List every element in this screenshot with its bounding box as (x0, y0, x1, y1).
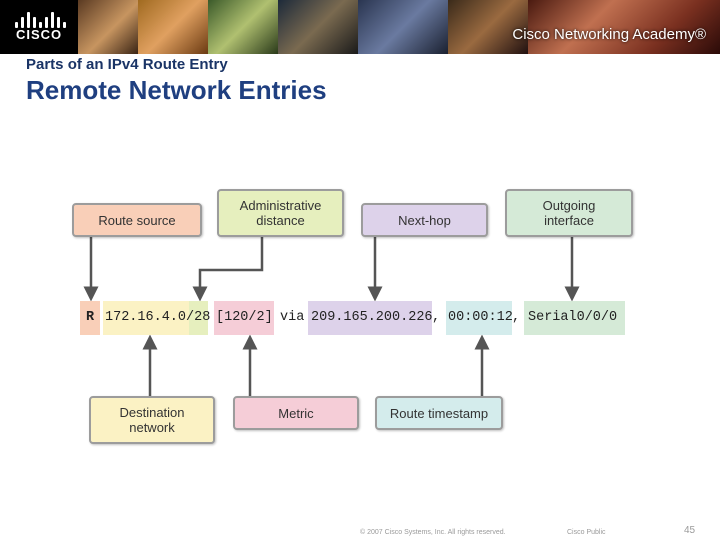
page-number: 45 (684, 525, 696, 536)
cisco-bridge-icon (15, 10, 66, 28)
highlight-destination-network (103, 301, 189, 335)
label-metric-text: Metric (278, 405, 314, 421)
arrow-admin-distance (192, 237, 264, 302)
highlight-route-source (80, 301, 100, 335)
route-interface: Serial0/0/0 (528, 310, 618, 325)
banner-photo (448, 0, 528, 54)
label-next-hop: Next-hop (361, 203, 488, 237)
route-next-hop: 209.165.200.226 (311, 310, 433, 325)
footer-classification: Cisco Public (567, 529, 606, 536)
label-admin-distance: Administrative distance (217, 189, 344, 237)
label-next-hop-text: Next-hop (398, 212, 451, 228)
banner-photo (278, 0, 358, 54)
highlight-mask (189, 301, 208, 335)
highlight-ad-metric (214, 301, 274, 335)
academy-logo-text: Cisco Networking Academy® (512, 26, 706, 43)
route-comma: , (432, 310, 441, 325)
cisco-logo-text: CISCO (16, 27, 63, 42)
label-route-source-text: Route source (98, 212, 176, 228)
route-source-code: R (86, 310, 95, 325)
highlight-interface (524, 301, 625, 335)
banner-photo-strip (78, 0, 720, 54)
route-timestamp: 00:00:12 (448, 310, 513, 325)
label-destination-network: Destination network (89, 396, 215, 444)
label-outgoing-interface: Outgoing interface (505, 189, 633, 237)
route-comma: , (512, 310, 521, 325)
highlight-timestamp (446, 301, 512, 335)
label-route-timestamp: Route timestamp (375, 396, 503, 430)
label-admin-distance-text: Administrative distance (239, 198, 322, 228)
footer-copyright: © 2007 Cisco Systems, Inc. All rights re… (360, 529, 506, 536)
route-mask: /28 (186, 310, 211, 325)
header-banner: CISCO Cisco Networking Academy® (0, 0, 720, 54)
banner-photo (528, 0, 720, 54)
route-ad-metric: [120/2] (216, 310, 273, 325)
label-metric: Metric (233, 396, 359, 430)
route-via: via (280, 310, 305, 325)
banner-photo (138, 0, 208, 54)
slide-subtitle: Parts of an IPv4 Route Entry (26, 56, 228, 73)
banner-photo (208, 0, 278, 54)
label-route-timestamp-text: Route timestamp (389, 405, 489, 421)
label-outgoing-interface-text: Outgoing interface (542, 198, 596, 228)
label-route-source: Route source (72, 203, 202, 237)
banner-photo (78, 0, 138, 54)
highlight-next-hop (308, 301, 432, 335)
cisco-logo: CISCO (0, 0, 78, 54)
route-network: 172.16.4.0 (105, 310, 187, 325)
banner-photo (358, 0, 448, 54)
label-destination-network-text: Destination network (119, 405, 185, 435)
slide-title: Remote Network Entries (26, 75, 327, 105)
